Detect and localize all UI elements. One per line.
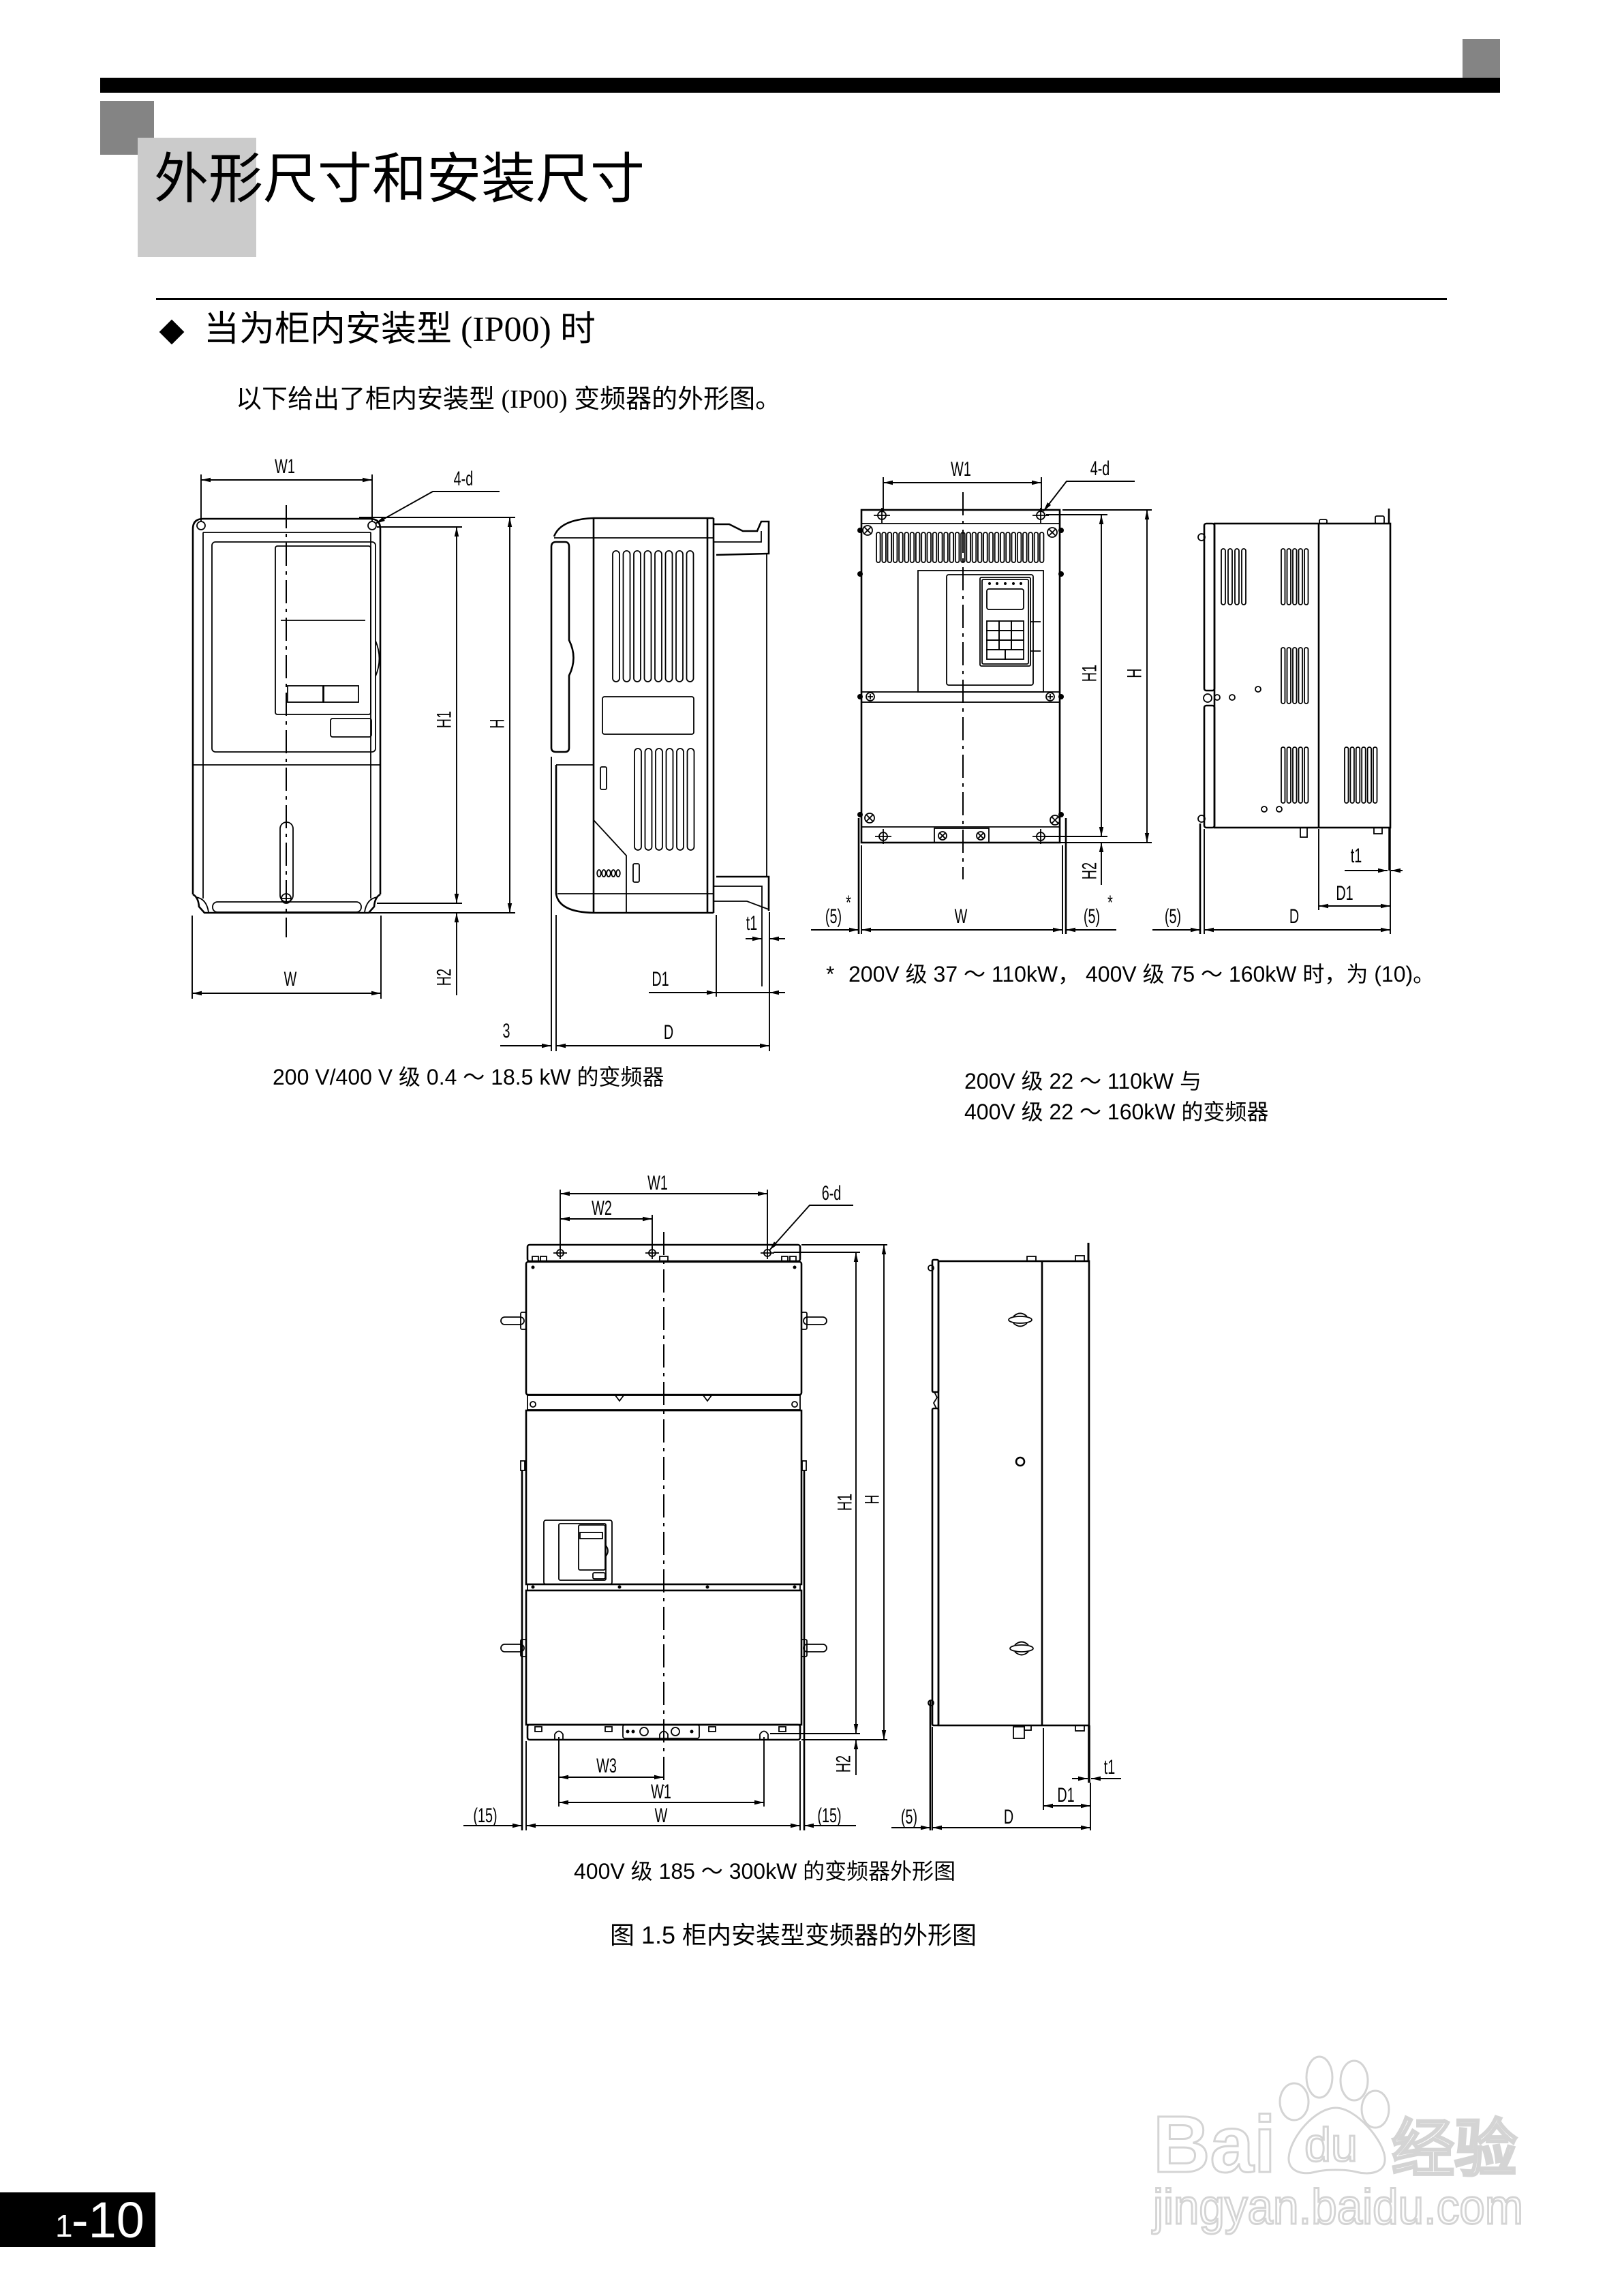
dim-label-t1: t1 bbox=[746, 912, 758, 935]
figure-medium-front-view bbox=[857, 492, 1067, 934]
vent-slots bbox=[876, 532, 1045, 563]
operator-panel bbox=[275, 545, 371, 715]
terminal-plate bbox=[622, 1724, 700, 1739]
clearance-note-mark-right: * bbox=[1107, 892, 1113, 914]
dim-label-h: H bbox=[1123, 668, 1146, 678]
footnote: 200V 级 37 ～ 110kW， 400V 级 75 ～ 160kW 时，为… bbox=[848, 962, 1435, 986]
figure-caption-medium-line1: 200V 级 22 ～ 110kW 与 bbox=[964, 1069, 1202, 1093]
clearance-label-left: (15) bbox=[473, 1804, 497, 1827]
side-handle bbox=[1008, 1312, 1034, 1656]
figure-caption-small: 200 V/400 V 级 0.4 ～ 18.5 kW 的变频器 bbox=[273, 1065, 664, 1089]
figure-large-front-view bbox=[500, 1232, 827, 1830]
vent-slots bbox=[1221, 548, 1378, 804]
dim-label-holes: 4-d bbox=[1090, 457, 1110, 480]
dim-label-h1: H1 bbox=[1078, 665, 1101, 682]
watermark-logo-left: Bai bbox=[1153, 2100, 1276, 2190]
front-cover bbox=[211, 541, 376, 753]
page-number-box: 1 -10 bbox=[0, 2192, 155, 2247]
footnote-mark: * bbox=[826, 962, 835, 986]
dim-label-h2: H2 bbox=[1078, 862, 1101, 879]
corner-tab-top-right bbox=[1463, 39, 1500, 78]
dim-label-w1: W1 bbox=[275, 455, 295, 478]
clearance-label-left: (5) bbox=[825, 905, 842, 928]
operator-display bbox=[579, 1532, 603, 1539]
mounting-hole bbox=[196, 521, 206, 530]
dim-label-d: D bbox=[664, 1021, 673, 1044]
dim-label-h2: H2 bbox=[832, 1755, 855, 1772]
dim-label-w3: W3 bbox=[596, 1755, 617, 1777]
figure-small-front-view bbox=[192, 505, 382, 937]
dim-label-h1: H1 bbox=[433, 711, 455, 728]
header-bar bbox=[100, 78, 1500, 93]
dim-label-w: W bbox=[955, 905, 968, 928]
dim-label-w: W bbox=[655, 1804, 668, 1827]
dim-label-w: W bbox=[284, 968, 297, 991]
dim-label-t1: t1 bbox=[1104, 1756, 1116, 1779]
operator-display bbox=[986, 588, 1024, 610]
figure-medium-front-dimensions: W1 4-d H1 H H2 W (5) * (5) * bbox=[811, 457, 1152, 934]
dim-label-d1: D1 bbox=[1057, 1784, 1074, 1807]
figure-caption-large: 400V 级 185 ～ 300kW 的变频器外形图 bbox=[574, 1859, 956, 1884]
dim-label-gap: 3 bbox=[502, 1020, 510, 1042]
clearance-label-side: (5) bbox=[901, 1806, 917, 1828]
digital-operator bbox=[946, 574, 1041, 686]
figure-medium-side-dimensions: t1 D1 D (5) bbox=[1152, 824, 1403, 934]
watermark: Bai du 经验 jingyan.baidu.com bbox=[1151, 2055, 1525, 2236]
chapter-marker-light bbox=[138, 138, 256, 257]
dim-label-d: D bbox=[1004, 1806, 1013, 1828]
section-divider bbox=[156, 298, 1447, 300]
figure-large-front-dimensions: W1 W2 6-d H1 H H2 W3 W1 W (15) (15) bbox=[463, 1172, 887, 1830]
nameplate bbox=[602, 696, 694, 735]
paw-icon bbox=[1279, 2055, 1390, 2175]
dim-label-w2: W2 bbox=[592, 1197, 612, 1220]
figure-small-side-dimensions: t1 D1 D 3 bbox=[500, 757, 785, 1051]
vent-slots bbox=[612, 550, 695, 851]
dim-label-d: D bbox=[1289, 905, 1299, 928]
clearance-label-right: (15) bbox=[817, 1804, 841, 1827]
clearance-note-mark-left: * bbox=[846, 892, 851, 914]
dim-label-h2: H2 bbox=[433, 969, 455, 986]
watermark-logo-paw: du bbox=[1304, 2118, 1358, 2171]
dim-label-holes: 4-d bbox=[454, 468, 474, 490]
dim-label-h: H bbox=[486, 719, 508, 728]
intro-text: 以下给出了柜内安装型 (IP00) 变频器的外形图。 bbox=[236, 385, 782, 414]
figure-large-side-view bbox=[928, 1243, 1090, 1830]
page-number: -10 bbox=[72, 2192, 144, 2247]
figure-caption-medium-line2: 400V 级 22 ～ 160kW 的变频器 bbox=[964, 1100, 1269, 1124]
dim-label-holes: 6-d bbox=[822, 1182, 842, 1205]
dim-label-d1: D1 bbox=[1336, 882, 1353, 905]
figure-small-side-view bbox=[550, 517, 770, 986]
figure-number-caption: 图 1.5 柜内安装型变频器的外形图 bbox=[610, 1921, 977, 1949]
section-heading: 当为柜内安装型 (IP00) 时 bbox=[204, 310, 596, 349]
clearance-label-side: (5) bbox=[1165, 905, 1181, 928]
figure-small-front-dimensions: W1 4-d H1 H H2 W bbox=[192, 455, 515, 999]
dim-label-w1: W1 bbox=[951, 458, 971, 481]
page-number-chapter: 1 bbox=[55, 2208, 73, 2244]
watermark-url: jingyan.baidu.com bbox=[1152, 2180, 1523, 2235]
dim-label-t1: t1 bbox=[1351, 845, 1362, 867]
figure-large-side-dimensions: t1 D1 D (5) bbox=[891, 1727, 1121, 1830]
dim-label-h1: H1 bbox=[833, 1494, 856, 1511]
dim-label-h: H bbox=[861, 1494, 883, 1504]
page-title: 外形尺寸和安装尺寸 bbox=[154, 147, 645, 211]
digital-operator bbox=[543, 1520, 613, 1585]
dim-label-w1-bottom: W1 bbox=[651, 1781, 671, 1803]
clearance-label-right: (5) bbox=[1084, 905, 1100, 928]
figure-medium-side-view bbox=[1197, 509, 1392, 871]
dim-label-d1: D1 bbox=[652, 968, 669, 991]
watermark-logo-right: 经验 bbox=[1392, 2115, 1517, 2184]
dim-label-w1-top: W1 bbox=[647, 1172, 668, 1194]
mounting-hole bbox=[367, 521, 377, 530]
